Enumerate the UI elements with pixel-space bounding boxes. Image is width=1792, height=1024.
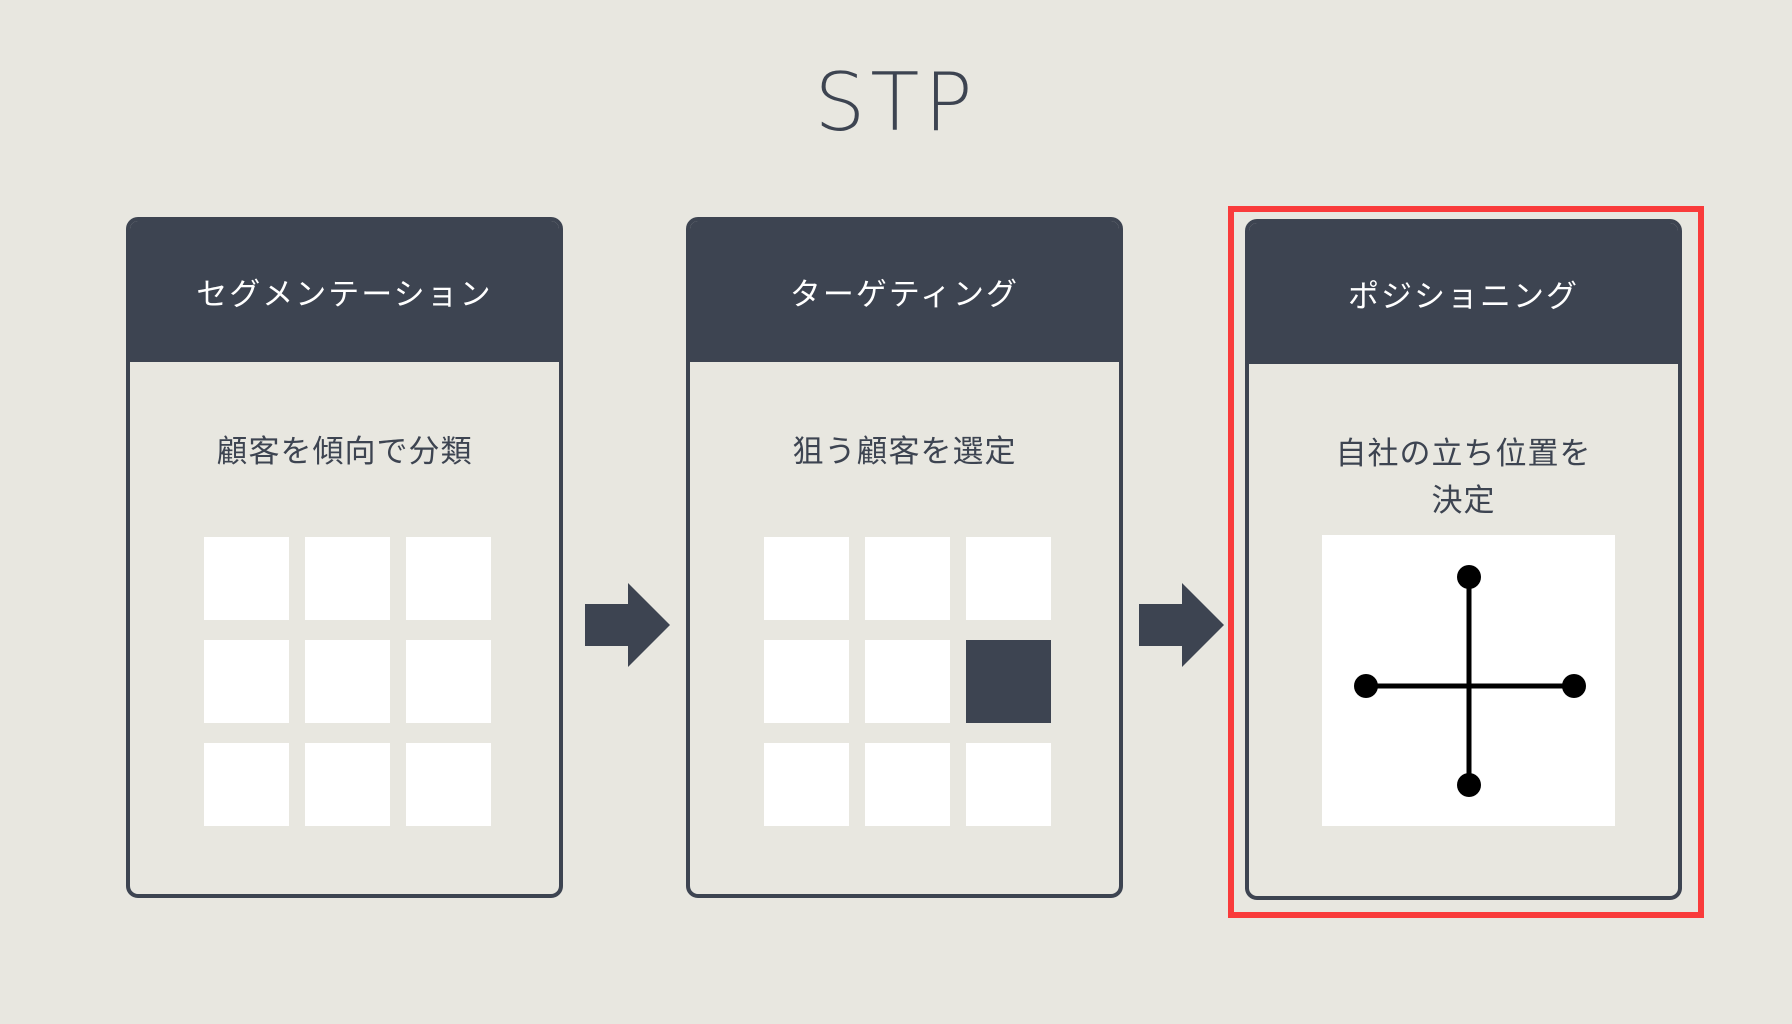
grid-cell [764, 537, 849, 620]
grid-cell [865, 640, 950, 723]
segmentation-grid-icon [204, 537, 491, 826]
diagram-title: STP [814, 56, 978, 149]
grid-cell [305, 640, 390, 723]
grid-cell [305, 743, 390, 826]
description-line: 自社の立ち位置を [1335, 436, 1592, 472]
card-positioning-description: 自社の立ち位置を 決定 [1249, 431, 1678, 525]
card-positioning-header-label: ポジショニング [1348, 279, 1579, 315]
right-arrow-icon [1139, 583, 1224, 667]
card-segmentation: セグメンテーション 顧客を傾向で分類 [126, 217, 563, 898]
grid-cell [966, 537, 1051, 620]
card-segmentation-header: セグメンテーション [130, 221, 559, 362]
grid-cell-selected [966, 640, 1051, 723]
grid-cell [764, 640, 849, 723]
card-targeting: ターゲティング 狙う顧客を選定 [686, 217, 1123, 898]
position-map-panel [1322, 535, 1615, 826]
card-segmentation-header-label: セグメンテーション [196, 277, 493, 313]
grid-cell [406, 537, 491, 620]
card-segmentation-description: 顧客を傾向で分類 [130, 429, 559, 476]
axes-icon [1354, 565, 1586, 797]
description-line: 狙う顧客を選定 [792, 434, 1017, 470]
grid-cell [406, 640, 491, 723]
card-positioning: ポジショニング 自社の立ち位置を 決定 [1245, 219, 1682, 900]
grid-cell [764, 743, 849, 826]
grid-cell [865, 537, 950, 620]
card-targeting-description: 狙う顧客を選定 [690, 429, 1119, 476]
description-line: 決定 [1431, 483, 1496, 519]
description-line: 顧客を傾向で分類 [216, 434, 473, 470]
card-targeting-header: ターゲティング [690, 221, 1119, 362]
grid-cell [204, 537, 289, 620]
card-positioning-header: ポジショニング [1249, 223, 1678, 364]
grid-cell [204, 743, 289, 826]
grid-cell [865, 743, 950, 826]
grid-cell [204, 640, 289, 723]
grid-cell [305, 537, 390, 620]
card-targeting-header-label: ターゲティング [789, 277, 1020, 313]
grid-cell [966, 743, 1051, 826]
grid-cell [406, 743, 491, 826]
right-arrow-icon [585, 583, 670, 667]
targeting-grid-icon [764, 537, 1051, 826]
